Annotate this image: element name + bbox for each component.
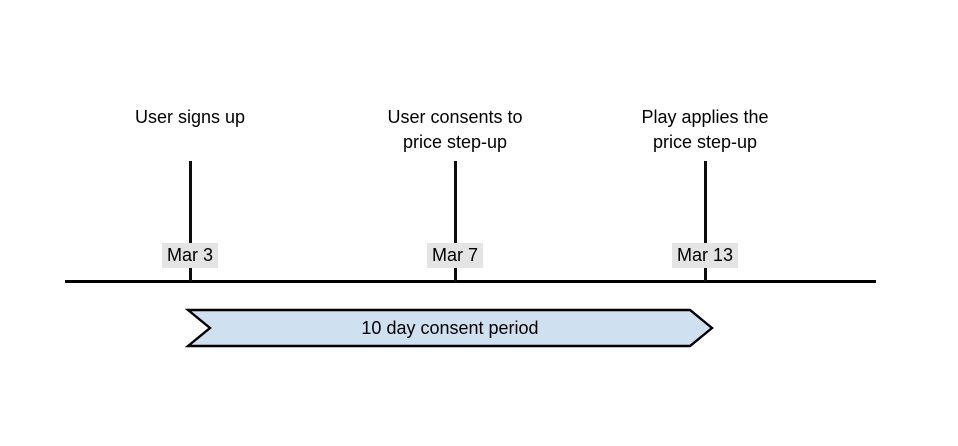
milestone-caption: User consents to price step-up (387, 107, 523, 152)
milestone-caption: User signs up (134, 107, 246, 127)
milestone-tick-line (704, 161, 707, 282)
milestone-date-label: Mar 7 (375, 243, 535, 268)
banner-arrow-polygon (184, 308, 714, 348)
milestone-caption: Play applies the price step-up (641, 107, 769, 152)
milestone-date-label: Mar 13 (625, 243, 785, 268)
milestone-date-text: Mar 7 (426, 243, 483, 268)
milestone-date-label: Mar 3 (110, 243, 270, 268)
milestone-tick-line (189, 161, 192, 282)
banner-arrow-shape (184, 308, 714, 348)
milestone-date-text: Mar 13 (671, 243, 739, 268)
milestone-tick-line (454, 161, 457, 282)
consent-period-banner: 10 day consent period (184, 308, 714, 348)
timeline-axis (65, 280, 876, 283)
milestone-date-text: Mar 3 (161, 243, 218, 268)
